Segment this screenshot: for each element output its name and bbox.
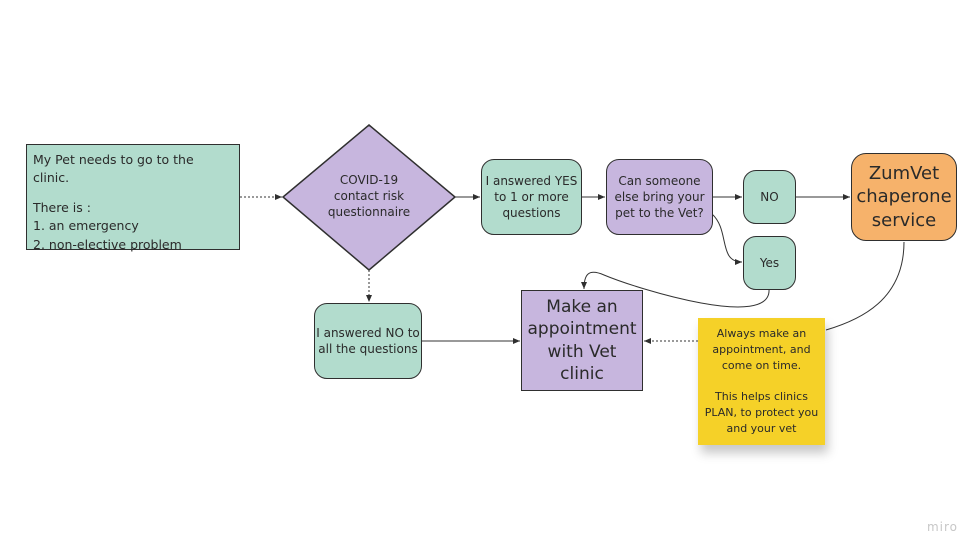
questionnaire-label: COVID-19 contact risk questionnaire	[327, 173, 411, 220]
answered-yes-box: I answered YES to 1 or more questions	[481, 159, 582, 235]
sticky-note: Always make an appointment, and come on …	[698, 318, 825, 445]
no-box: NO	[743, 170, 796, 224]
questionnaire-diamond	[281, 124, 457, 271]
pet-clinic-line3: 1. an emergency	[33, 218, 139, 234]
pet-clinic-line4: 2. non-elective problem	[33, 236, 182, 252]
connector-yes-to-appointment	[581, 271, 770, 308]
zumvet-box: ZumVet chaperone service	[851, 153, 957, 241]
miro-watermark: miro	[926, 520, 958, 534]
pet-clinic-box: My Pet needs to go to the clinic. There …	[26, 144, 240, 252]
appointment-box: Make an appointment with Vet clinic	[521, 290, 643, 391]
someone-else-box: Can someone else bring your pet to the V…	[606, 159, 713, 235]
connector-zumvet-to-sticky	[825, 241, 905, 331]
answered-no-box: I answered NO to all the questions	[314, 303, 422, 379]
connector-someone-else-to-yes	[711, 213, 743, 265]
pet-clinic-line1: My Pet needs to go to the clinic.	[33, 152, 194, 186]
pet-clinic-line2: There is :	[33, 200, 91, 216]
yes-box: Yes	[743, 236, 796, 290]
